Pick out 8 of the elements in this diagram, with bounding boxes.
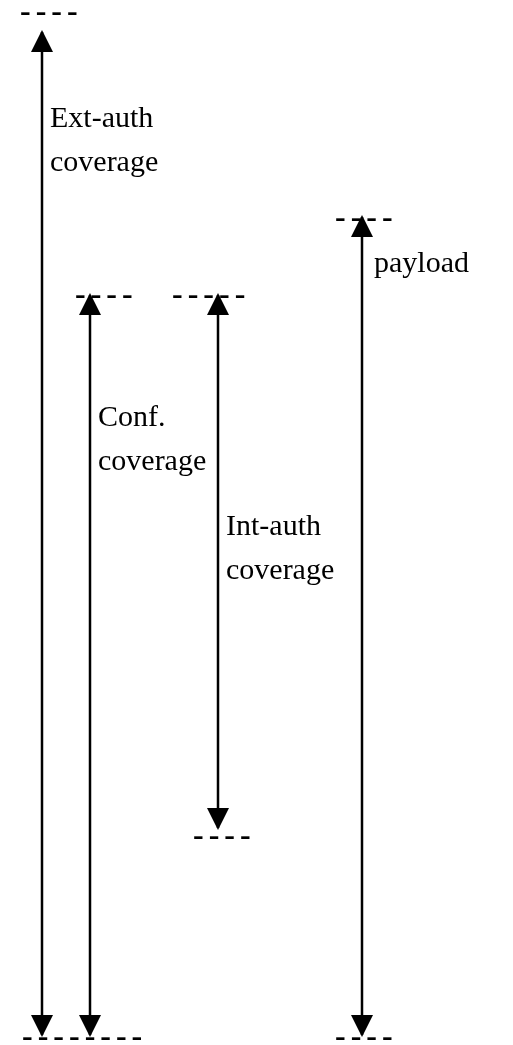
dash-mark: ---- xyxy=(193,824,256,844)
dash-mark: ---- xyxy=(20,0,83,20)
range-label: Conf. coverage xyxy=(98,398,208,478)
range-label: payload xyxy=(374,244,469,280)
range-label: Ext-auth coverage xyxy=(50,99,160,179)
range-label: Int-auth coverage xyxy=(226,507,336,587)
dash-mark: ---- xyxy=(335,1025,398,1045)
dash-mark: -------- xyxy=(22,1025,148,1045)
